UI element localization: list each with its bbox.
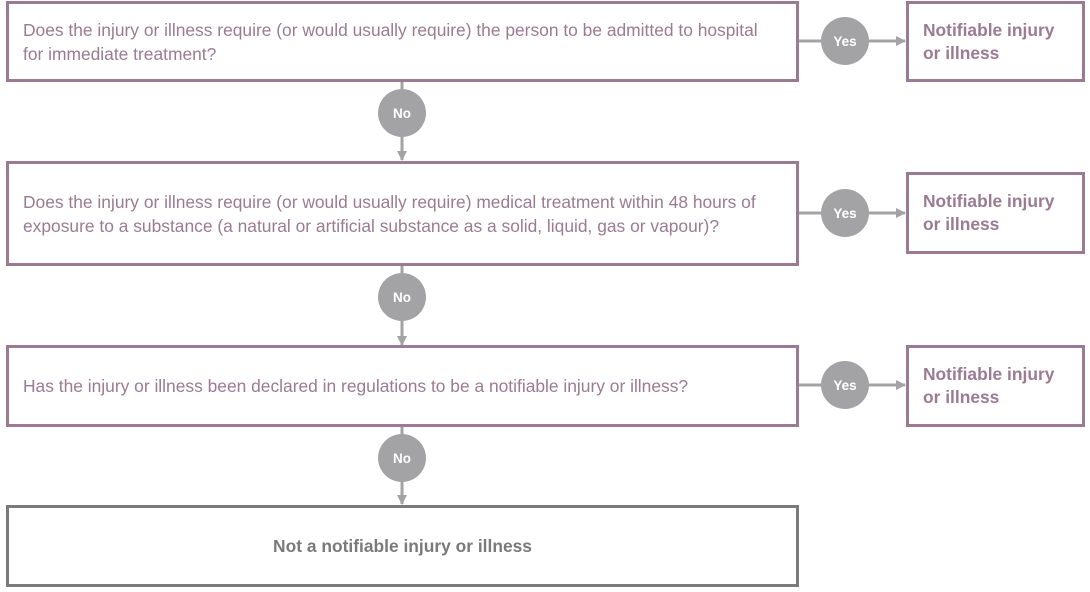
no-label-2: No — [393, 289, 411, 305]
yes-label-2: Yes — [833, 205, 857, 221]
final-outcome-box: Not a notifiable injury or illness — [6, 505, 799, 587]
question-text-2: Does the injury or illness require (or w… — [23, 191, 756, 236]
no-decision-1: No — [378, 89, 426, 137]
yes-label-3: Yes — [833, 377, 857, 393]
yes-decision-1: Yes — [821, 17, 869, 65]
result-box-1: Notifiable injury or illness — [906, 1, 1085, 82]
no-decision-2: No — [378, 273, 426, 321]
result-box-2: Notifiable injury or illness — [906, 172, 1085, 254]
yes-label-1: Yes — [833, 33, 857, 49]
yes-decision-2: Yes — [821, 189, 869, 237]
question-box-2: Does the injury or illness require (or w… — [6, 161, 799, 266]
result-text-1: Notifiable injury or illness — [923, 19, 1055, 63]
final-outcome-text: Not a notifiable injury or illness — [273, 535, 532, 556]
result-box-3: Notifiable injury or illness — [906, 345, 1085, 427]
question-text-1: Does the injury or illness require (or w… — [23, 19, 758, 64]
no-decision-3: No — [378, 434, 426, 482]
question-box-3: Has the injury or illness been declared … — [6, 345, 799, 427]
yes-decision-3: Yes — [821, 361, 869, 409]
no-label-3: No — [393, 450, 411, 466]
result-text-3: Notifiable injury or illness — [923, 364, 1055, 407]
result-text-2: Notifiable injury or illness — [923, 191, 1055, 234]
question-box-1: Does the injury or illness require (or w… — [6, 1, 799, 82]
question-text-3: Has the injury or illness been declared … — [23, 376, 689, 396]
no-label-1: No — [393, 105, 411, 121]
